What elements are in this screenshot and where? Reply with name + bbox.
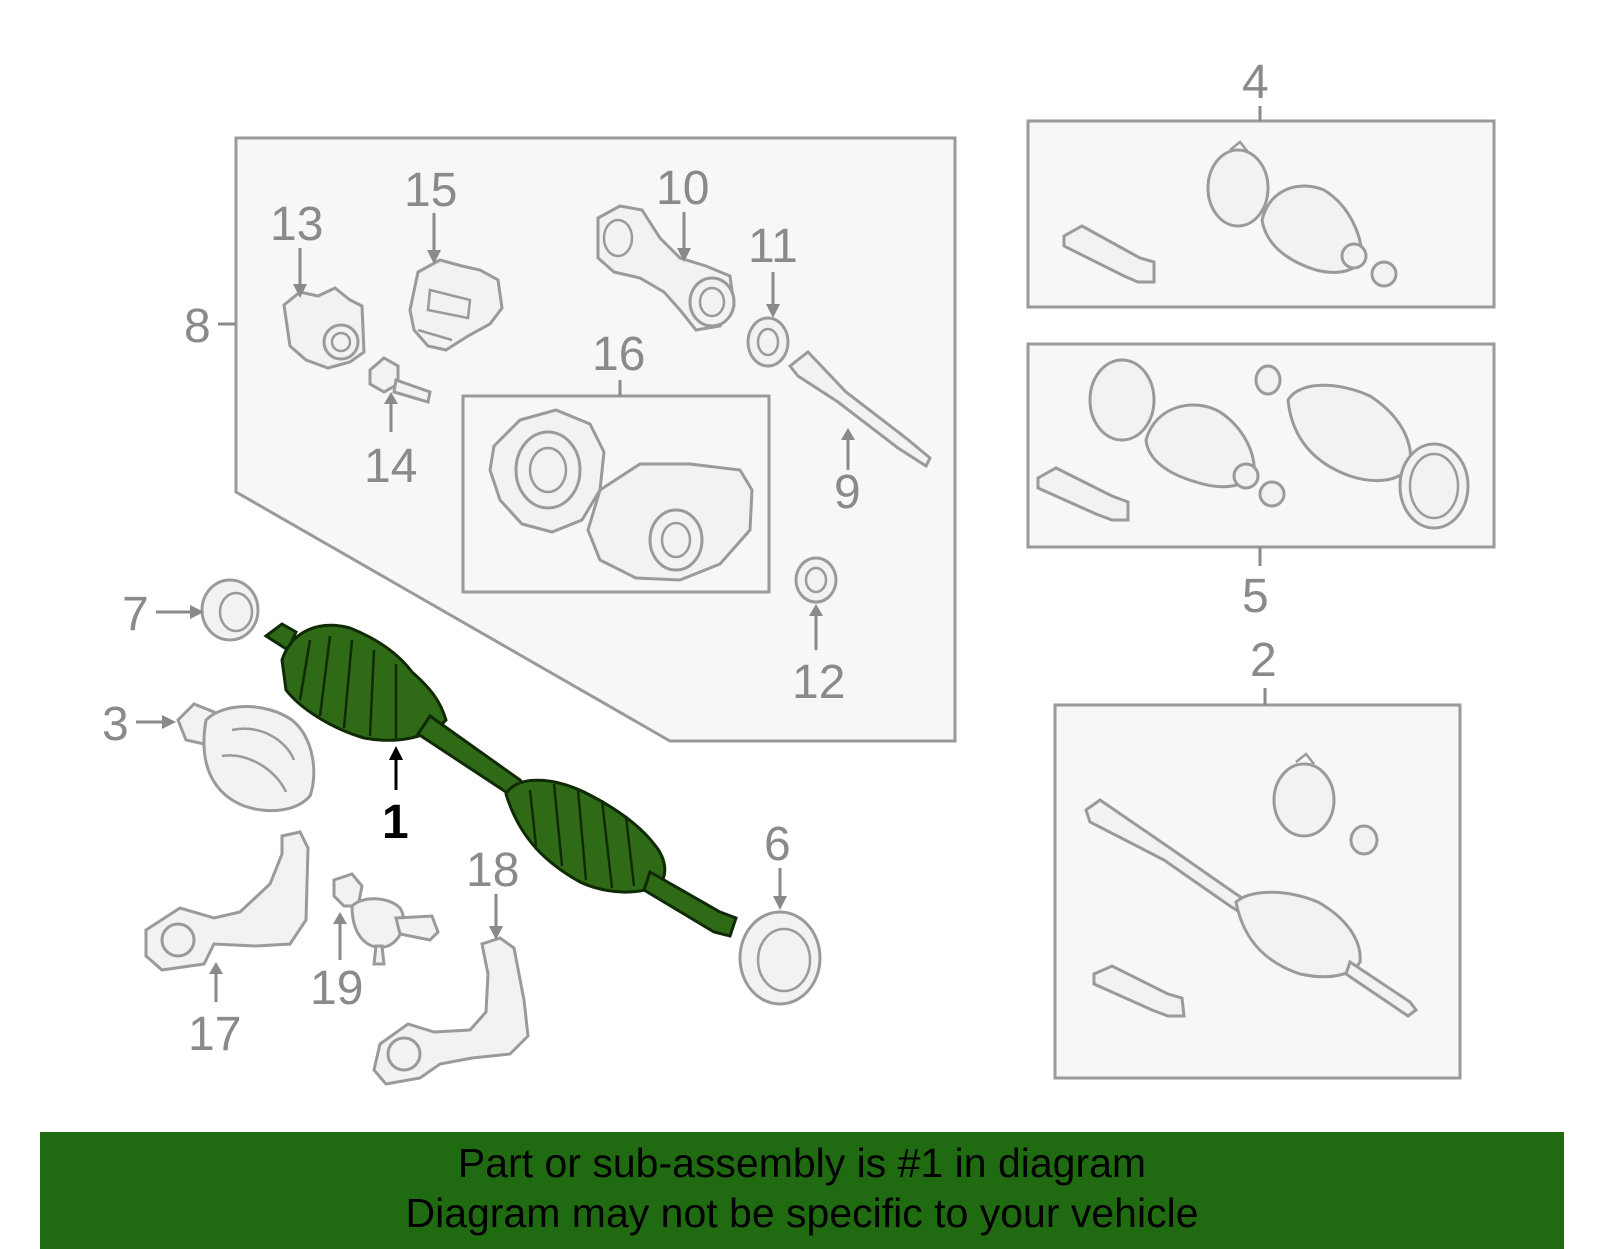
callout-2: 2 (1250, 634, 1277, 687)
part-11 (746, 316, 790, 368)
part-4-contents (1062, 140, 1398, 288)
callout-6: 6 (764, 818, 791, 871)
part-2-contents (1084, 752, 1419, 1018)
banner-line-2: Diagram may not be specific to your vehi… (405, 1190, 1199, 1236)
callout-5: 5 (1242, 570, 1269, 623)
callout-9: 9 (834, 466, 861, 519)
part-16 (488, 408, 754, 582)
part-19 (332, 872, 440, 966)
part-10 (596, 204, 736, 332)
part-14 (368, 356, 432, 404)
callout-1: 1 (382, 796, 409, 849)
callout-16: 16 (592, 328, 645, 381)
callout-13: 13 (270, 198, 323, 251)
callout-15: 15 (404, 164, 457, 217)
part-12 (794, 556, 838, 604)
part-17 (144, 830, 310, 972)
group-4-box (1026, 119, 1496, 309)
callout-4: 4 (1242, 56, 1269, 109)
callout-11: 11 (748, 220, 798, 273)
callout-8: 8 (184, 300, 211, 353)
callout-17: 17 (188, 1008, 241, 1061)
part-9 (787, 349, 932, 469)
part-13 (282, 286, 366, 370)
banner-line-1: Part or sub-assembly is #1 in diagram (457, 1140, 1147, 1186)
group-2-box (1053, 703, 1462, 1080)
part-18 (372, 936, 530, 1086)
info-banner: Part or sub-assembly is #1 in diagram Di… (40, 1132, 1564, 1249)
part-3 (176, 702, 316, 813)
callout-10: 10 (656, 162, 709, 215)
part-7 (200, 578, 260, 642)
callout-3: 3 (102, 698, 129, 751)
part-6 (738, 910, 822, 1006)
callout-12: 12 (792, 656, 845, 709)
part-1-axle-assembly (263, 622, 738, 938)
callout-18: 18 (466, 844, 519, 897)
callout-19: 19 (310, 962, 363, 1015)
callout-14: 14 (364, 440, 417, 493)
part-15 (408, 258, 504, 352)
part-5-contents (1036, 358, 1470, 530)
callout-7: 7 (122, 588, 149, 641)
